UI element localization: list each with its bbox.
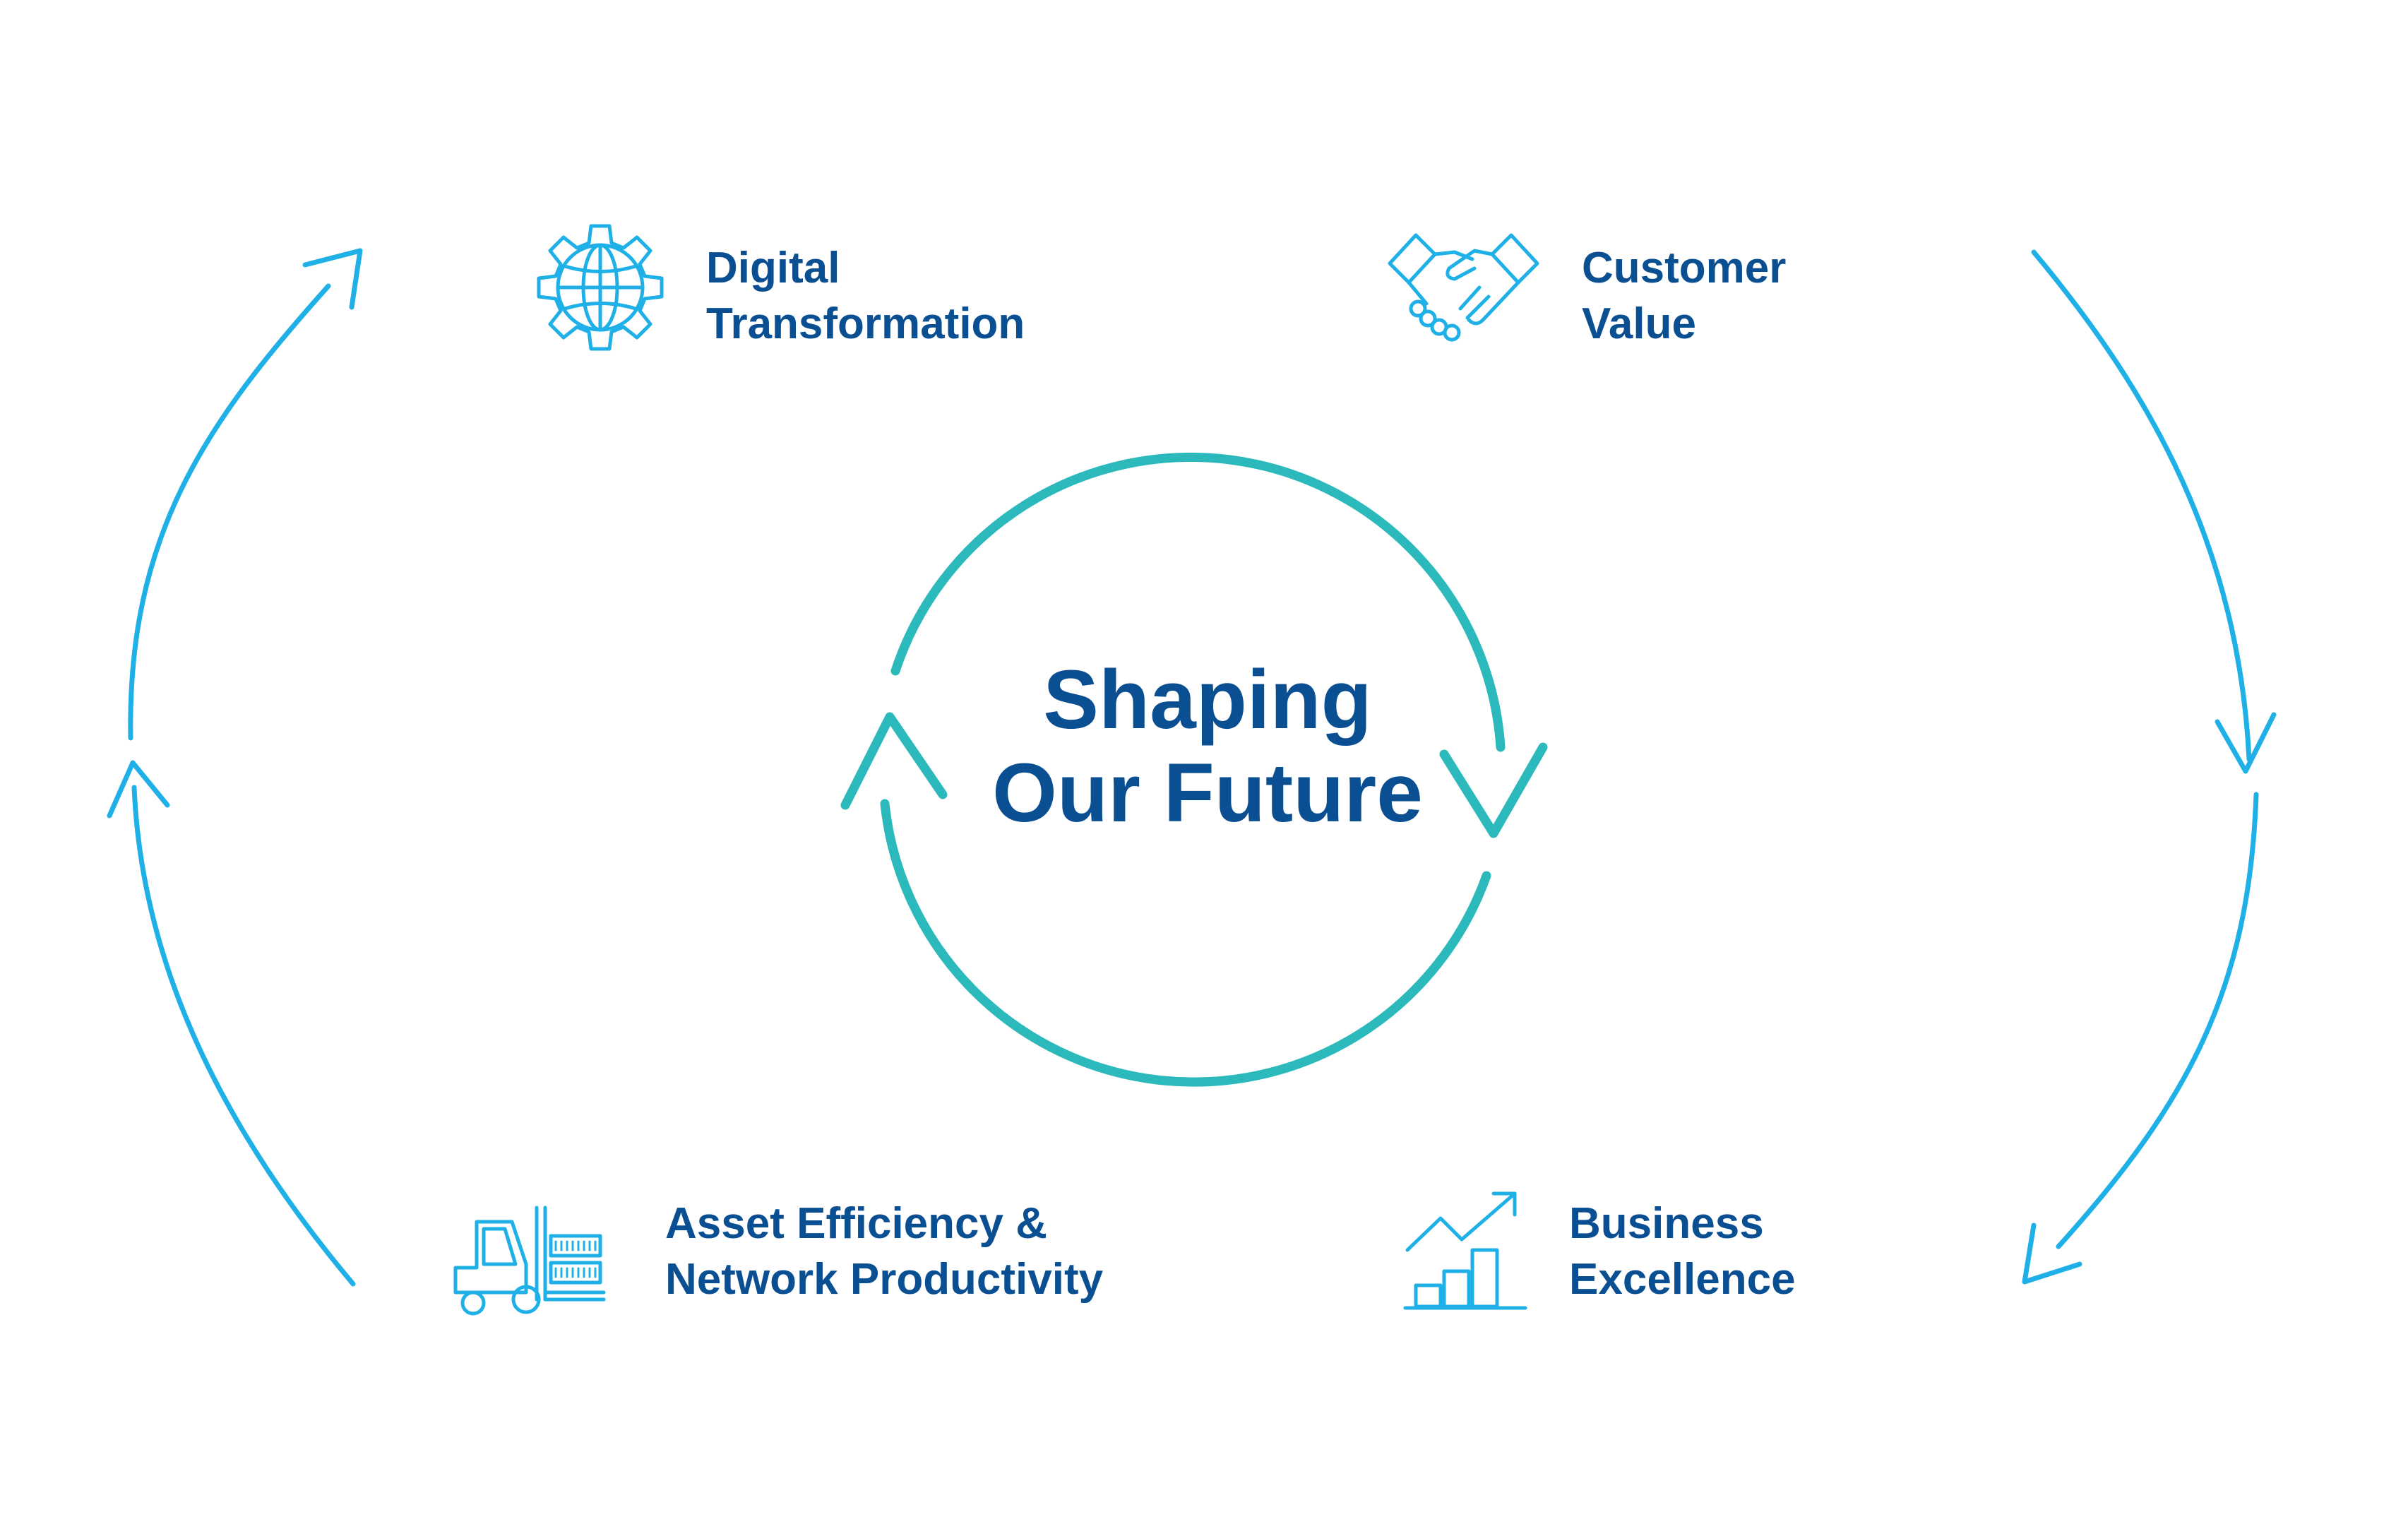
outer-arrowhead-upper-left [302, 248, 363, 310]
pillar-digital-transformation-line1: Digital [706, 244, 840, 292]
outer-arrow-ring [107, 248, 2277, 1287]
outer-arc-lower-right [2056, 792, 2259, 1249]
pillar-digital-transformation: Digital Transformation [706, 240, 1025, 352]
center-title-line2: Our Future [992, 746, 1423, 840]
pillar-asset-efficiency-line2: Network Productivity [665, 1255, 1104, 1304]
outer-arc-lower-left [131, 785, 356, 1287]
pillar-customer-value: Customer Value [1582, 240, 1786, 352]
center-arrowhead-left [840, 712, 948, 810]
center-arc-top [890, 452, 1506, 752]
center-arrowhead-right [1439, 742, 1548, 838]
pillar-business-excellence: Business Excellence [1569, 1196, 1796, 1307]
outer-arrowhead-lower-left [107, 760, 170, 819]
pillar-business-excellence-line1: Business [1569, 1199, 1764, 1248]
forklift-icon [448, 1201, 607, 1321]
pillar-customer-value-line1: Customer [1582, 244, 1787, 292]
handshake-icon [1384, 230, 1543, 346]
outer-arc-upper-left [128, 283, 331, 741]
center-arc-bottom [880, 799, 1491, 1087]
growth-chart-icon [1402, 1186, 1529, 1314]
outer-arrowhead-upper-right [2215, 712, 2277, 774]
pillar-customer-value-line2: Value [1582, 299, 1696, 348]
center-title-line1: Shaping [1043, 653, 1372, 746]
center-cycle [840, 452, 1548, 1087]
center-title: Shaping Our Future [967, 653, 1448, 840]
outer-arc-upper-right [2031, 249, 2252, 762]
pillar-asset-efficiency: Asset Efficiency & Network Productivity [665, 1196, 1103, 1307]
pillar-digital-transformation-line2: Transformation [706, 299, 1025, 348]
pillar-business-excellence-line2: Excellence [1569, 1255, 1796, 1304]
outer-arrowhead-lower-right [2022, 1222, 2082, 1285]
pillar-asset-efficiency-line1: Asset Efficiency & [665, 1199, 1047, 1248]
globe-gear-icon [526, 213, 674, 362]
